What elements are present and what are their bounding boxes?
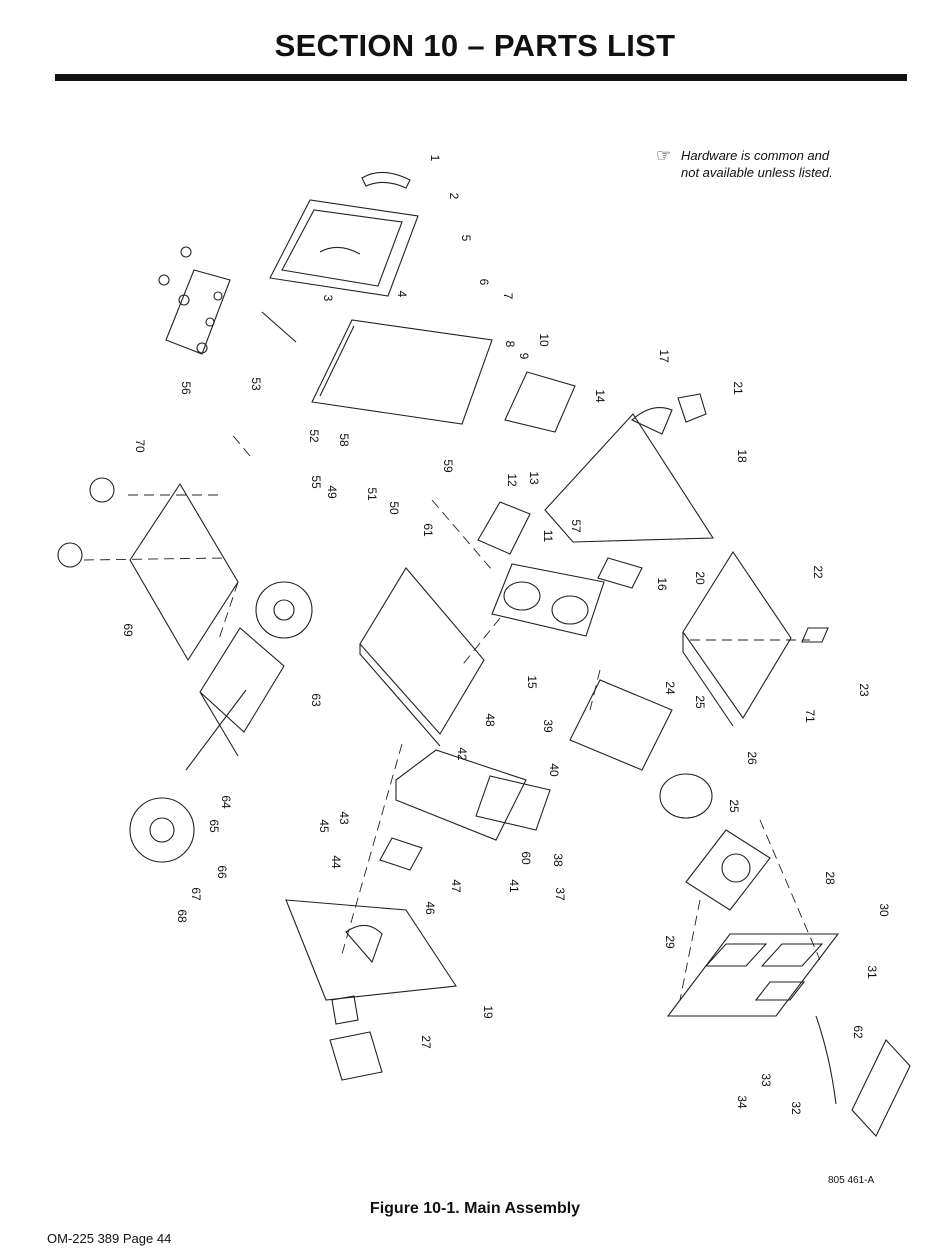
part-fan: [659, 773, 713, 819]
callout-58: 58: [337, 433, 351, 447]
callout-46: 46: [423, 901, 437, 915]
callout-4: 4: [395, 290, 409, 298]
callout-55: 55: [309, 475, 323, 489]
title-rule: [55, 74, 907, 81]
part-side-panel: [544, 413, 714, 543]
part-baffle-plate: [569, 679, 673, 771]
callout-64: 64: [219, 795, 233, 809]
hardware-note: ☞ Hardware is common and not available u…: [656, 147, 833, 181]
note-line-2: not available unless listed.: [681, 165, 833, 180]
callout-30: 30: [877, 903, 891, 917]
callout-51: 51: [365, 487, 379, 501]
callout-37: 37: [553, 887, 567, 901]
figure-caption: Figure 10-1. Main Assembly: [369, 1200, 581, 1217]
part-right-enclosure: [682, 550, 792, 727]
note-line-1: Hardware is common and: [681, 148, 830, 163]
callout-10: 10: [537, 333, 551, 347]
callout-27: 27: [419, 1035, 433, 1049]
callout-47: 47: [449, 879, 463, 893]
callout-43: 43: [337, 811, 351, 825]
callout-6: 6: [477, 278, 491, 286]
callout-57: 57: [569, 519, 583, 533]
callout-8: 8: [503, 340, 517, 348]
part-top-cover: [269, 199, 419, 297]
callout-69: 69: [121, 623, 135, 637]
callout-20: 20: [693, 571, 707, 585]
callout-29: 29: [663, 935, 677, 949]
callout-49: 49: [325, 485, 339, 499]
part-wheel-bottom: [129, 797, 195, 863]
callout-15: 15: [525, 675, 539, 689]
callout-61: 61: [421, 523, 435, 537]
callout-31: 31: [865, 965, 879, 979]
callout-33: 33: [759, 1073, 773, 1087]
callout-39: 39: [541, 719, 555, 733]
callout-16: 16: [655, 577, 669, 591]
callout-62: 62: [851, 1025, 865, 1039]
section-title: SECTION 10 – PARTS LIST: [274, 28, 676, 63]
callout-59: 59: [441, 459, 455, 473]
callout-7: 7: [501, 292, 515, 300]
callout-24: 24: [663, 681, 677, 695]
callout-70: 70: [133, 439, 147, 453]
callout-63: 63: [309, 693, 323, 707]
part-base: [129, 482, 239, 662]
callout-60: 60: [519, 851, 533, 865]
callout-21: 21: [731, 381, 745, 395]
callout-5: 5: [459, 234, 473, 242]
part-control-board: [504, 371, 576, 433]
callout-41: 41: [507, 879, 521, 893]
callout-65: 65: [207, 819, 221, 833]
callout-50: 50: [387, 501, 401, 515]
part-handle: [361, 171, 411, 189]
pointing-hand-icon: ☞: [656, 146, 672, 165]
drawing-number: 805 461-A: [828, 1175, 875, 1186]
callout-42: 42: [455, 747, 469, 761]
part-rod: [261, 311, 297, 343]
callout-71: 71: [803, 709, 817, 723]
callout-45: 45: [317, 819, 331, 833]
part-front-panel: [165, 269, 231, 355]
page-footer: OM-225 389 Page 44: [47, 1231, 172, 1246]
callout-53: 53: [249, 377, 263, 391]
callout-44: 44: [329, 855, 343, 869]
part-chassis: [359, 567, 485, 747]
callout-13: 13: [527, 471, 541, 485]
callout-2: 2: [447, 192, 461, 200]
callout-25b: 25: [727, 799, 741, 813]
callout-9: 9: [517, 352, 531, 360]
callout-11: 11: [541, 529, 555, 543]
callout-52: 52: [307, 429, 321, 443]
callout-22: 22: [811, 565, 825, 579]
callout-38: 38: [551, 853, 565, 867]
callout-26: 26: [745, 751, 759, 765]
callout-68: 68: [175, 909, 189, 923]
callout-28: 28: [823, 871, 837, 885]
part-transformer: [491, 563, 605, 637]
callout-25: 25: [693, 695, 707, 709]
callout-19: 19: [481, 1005, 495, 1019]
callout-67: 67: [189, 887, 203, 901]
callout-40: 40: [547, 763, 561, 777]
callout-14: 14: [593, 389, 607, 403]
callout-66: 66: [215, 865, 229, 879]
callout-48: 48: [483, 713, 497, 727]
callout-12: 12: [505, 473, 519, 487]
callout-56: 56: [179, 381, 193, 395]
callout-1: 1: [428, 154, 442, 162]
part-bottom-panel: [285, 899, 457, 1001]
callout-23: 23: [857, 683, 871, 697]
part-panel: [311, 319, 493, 425]
part-wheel-top: [255, 581, 313, 639]
callout-32: 32: [789, 1101, 803, 1115]
part-rear-panel: [666, 933, 840, 1017]
callout-18: 18: [735, 449, 749, 463]
callout-3: 3: [321, 294, 335, 302]
callout-17: 17: [657, 349, 671, 363]
callout-34: 34: [735, 1095, 749, 1109]
